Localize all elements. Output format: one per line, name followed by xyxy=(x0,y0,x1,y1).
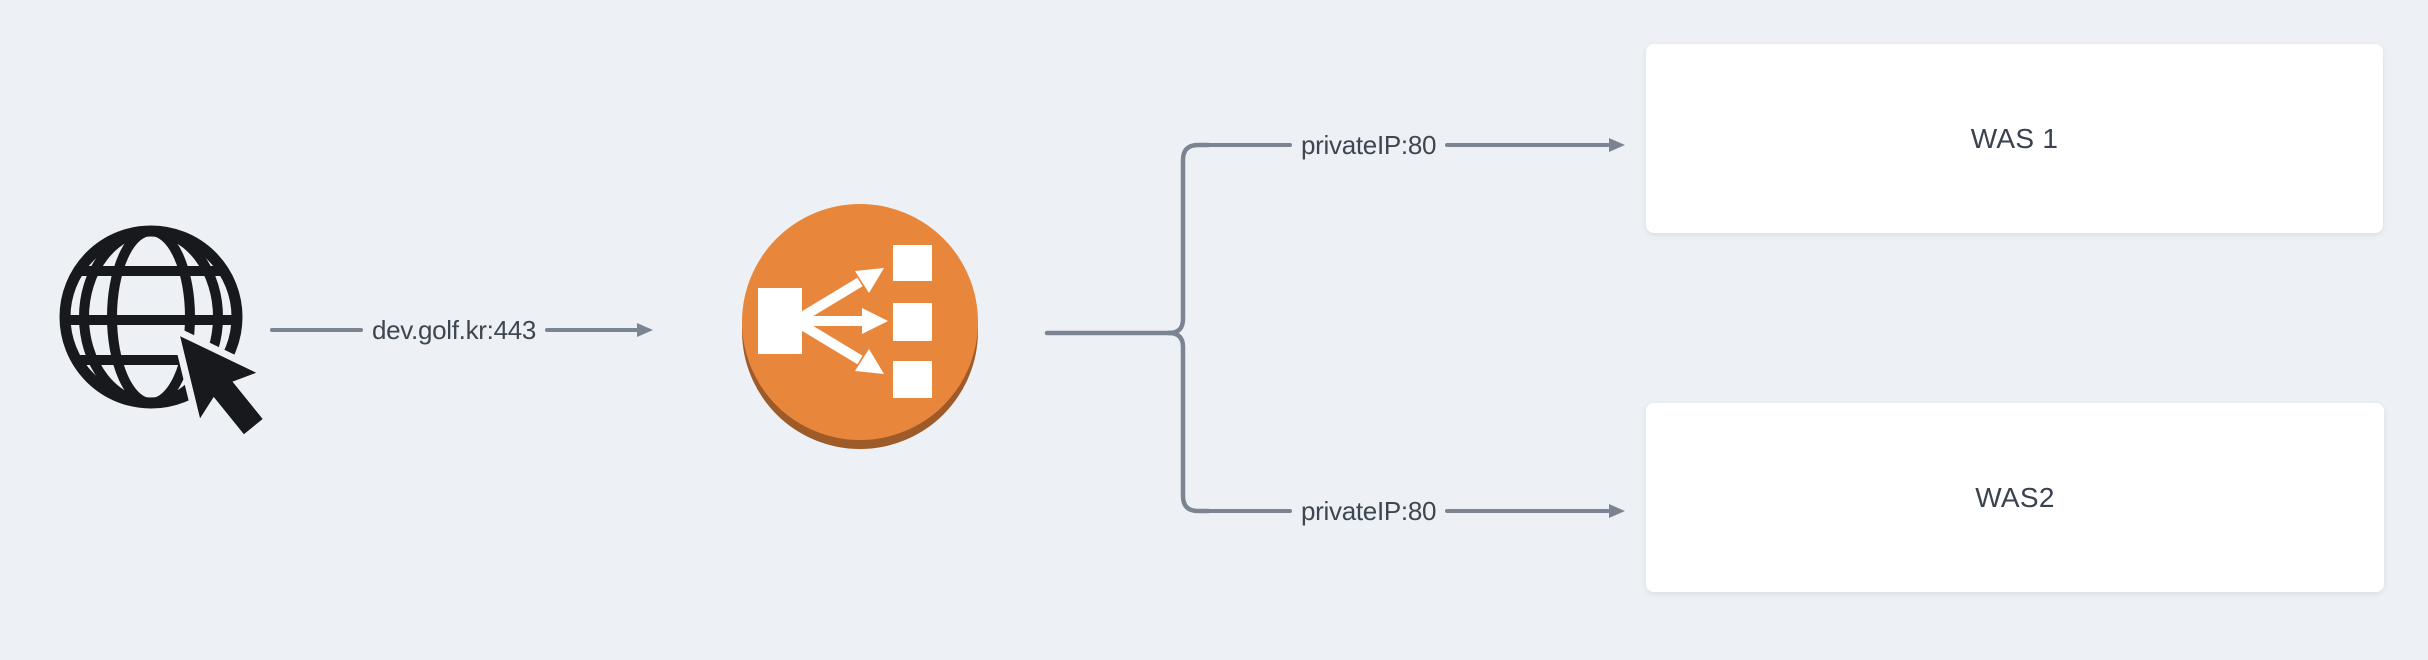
load-balancer-node[interactable] xyxy=(738,204,984,454)
arrowhead-icon xyxy=(545,327,638,333)
was1-label: WAS 1 xyxy=(1970,122,2059,154)
edge-fork-connector xyxy=(1044,142,1210,514)
edge-line xyxy=(270,327,363,333)
was2-label: WAS2 xyxy=(1975,481,2055,513)
edge-label-lb-to-was2: privateIP:80 xyxy=(1301,496,1437,526)
edge-line xyxy=(1206,508,1292,514)
globe-with-cursor-icon xyxy=(59,225,270,442)
edge-line xyxy=(1206,142,1292,148)
edge-label-client-to-lb: dev.golf.kr:443 xyxy=(371,315,537,345)
arrowhead-icon xyxy=(1445,142,1610,148)
aws-elb-load-balancer-icon xyxy=(742,204,978,449)
edge-client-to-lb: dev.golf.kr:443 xyxy=(270,303,654,357)
cursor-icon xyxy=(173,329,270,442)
edge-label-lb-to-was1: privateIP:80 xyxy=(1301,130,1437,160)
was1-node[interactable]: WAS 1 xyxy=(1646,44,2383,233)
edge-lb-to-was2: privateIP:80 xyxy=(1206,484,1626,538)
internet-node[interactable] xyxy=(50,215,280,445)
edge-lb-to-was1: privateIP:80 xyxy=(1206,118,1626,172)
was2-node[interactable]: WAS2 xyxy=(1646,403,2384,592)
arrowhead-icon xyxy=(1445,508,1610,514)
